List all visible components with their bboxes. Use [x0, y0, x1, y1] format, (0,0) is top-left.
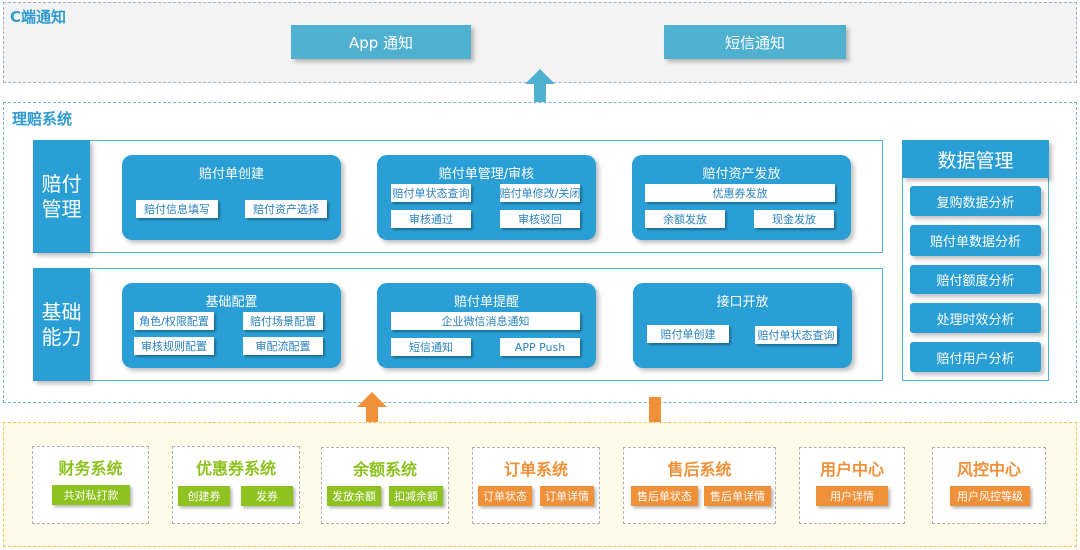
chip-claim-asset-select[interactable]: 赔付资产选择: [245, 200, 327, 218]
chip-claim-status-query[interactable]: 赔付单状态查询: [391, 184, 471, 202]
ext-user-center: 用户中心 用户详情: [799, 447, 905, 524]
card-title: 赔付资产发放: [702, 167, 781, 182]
card-claim-manage-review: 赔付单管理/审核 赔付单状态查询 赔付单修改/关闭 审核通过 审核驳回: [377, 155, 596, 240]
ext-system-title: 优惠券系统: [195, 459, 276, 478]
data-item-claim-amount-analysis[interactable]: 赔付额度分析: [910, 265, 1041, 294]
ext-coupon-system: 优惠券系统 创建券 发券: [172, 446, 300, 524]
chip-wecom-message[interactable]: 企业微信消息通知: [391, 312, 580, 330]
card-title: 基础配置: [205, 295, 258, 310]
chip-role-permission-config[interactable]: 角色/权限配置: [134, 312, 214, 330]
chip-api-claim-create[interactable]: 赔付单创建: [647, 325, 729, 343]
ext-system-title: 余额系统: [352, 460, 417, 479]
chip-cash-issue[interactable]: 现金发放: [754, 210, 834, 228]
row-label-line: 基础: [41, 299, 82, 324]
chip-app-push[interactable]: APP Push: [500, 338, 580, 356]
data-item-claim-data-analysis[interactable]: 赔付单数据分析: [910, 225, 1041, 256]
ext-system-title: 用户中心: [819, 460, 884, 479]
c-notification-title: C端通知: [10, 8, 67, 26]
ext-balance-system: 余额系统 发放余额 扣减余额: [321, 447, 449, 524]
chip-claim-scene-config[interactable]: 赔付场景配置: [243, 312, 323, 330]
chip-coupon-issue[interactable]: 优惠券发放: [645, 184, 835, 202]
data-item-repurchase-analysis[interactable]: 复购数据分析: [910, 186, 1041, 216]
ext-order-system: 订单系统 订单状态 订单详情: [472, 447, 600, 524]
chip-create-coupon[interactable]: 创建券: [178, 486, 230, 506]
card-title: 赔付单提醒: [453, 295, 519, 310]
card-basic-config: 基础配置 角色/权限配置 赔付场景配置 审核规则配置 审配流配置: [122, 283, 341, 368]
chip-review-approve[interactable]: 审核通过: [391, 210, 471, 228]
card-claim-reminder: 赔付单提醒 企业微信消息通知 短信通知 APP Push: [377, 283, 596, 368]
card-title: 接口开放: [716, 295, 769, 310]
chip-order-status[interactable]: 订单状态: [478, 486, 532, 506]
ext-risk-control-center: 风控中心 用户风控等级: [932, 447, 1046, 524]
chip-deduct-balance[interactable]: 扣减余额: [389, 486, 443, 506]
row-label-line: 管理: [41, 196, 82, 221]
claims-system-title: 理赔系统: [12, 110, 73, 128]
data-management-title: 数据管理: [902, 140, 1049, 178]
chip-review-rule-config[interactable]: 审核规则配置: [134, 337, 214, 355]
data-item-processing-time-analysis[interactable]: 处理时效分析: [910, 303, 1041, 333]
sms-notification-button[interactable]: 短信通知: [664, 25, 846, 59]
chip-review-reject[interactable]: 审核驳回: [500, 210, 580, 228]
data-management-panel: [902, 140, 1049, 381]
card-claim-asset-issue: 赔付资产发放 优惠券发放 余额发放 现金发放: [632, 155, 851, 240]
card-open-api: 接口开放 赔付单创建 赔付单状态查询: [633, 283, 852, 368]
row-label-basic-capability: 基础能力: [33, 268, 90, 381]
chip-after-sales-status[interactable]: 售后单状态: [631, 486, 698, 506]
card-title: 赔付单创建: [198, 167, 264, 182]
chip-send-coupon[interactable]: 发券: [241, 486, 293, 506]
card-title: 赔付单管理/审核: [438, 167, 535, 182]
chip-b2c-payment[interactable]: 共对私打款: [52, 485, 130, 505]
ext-system-title: 风控中心: [956, 460, 1021, 479]
chip-claim-modify-close[interactable]: 赔付单修改/关闭: [500, 184, 580, 202]
card-claim-create: 赔付单创建 赔付信息填写 赔付资产选择: [122, 155, 341, 240]
chip-api-claim-status-query[interactable]: 赔付单状态查询: [755, 326, 837, 344]
row-label-claims-management: 赔付管理: [33, 140, 90, 253]
ext-system-title: 售后系统: [667, 460, 732, 479]
chip-approval-flow-config[interactable]: 审配流配置: [243, 337, 323, 355]
ext-after-sales-system: 售后系统 售后单状态 售后单详情: [623, 447, 776, 524]
row-label-line: 赔付: [41, 171, 82, 196]
chip-sms-notice[interactable]: 短信通知: [391, 338, 471, 356]
chip-user-risk-level[interactable]: 用户风控等级: [950, 486, 1030, 506]
row-label-line: 能力: [41, 324, 82, 349]
chip-balance-issue[interactable]: 余额发放: [645, 210, 725, 228]
chip-order-detail[interactable]: 订单详情: [540, 486, 594, 506]
chip-issue-balance[interactable]: 发放余额: [327, 486, 381, 506]
ext-finance-system: 财务系统 共对私打款: [32, 446, 149, 524]
chip-user-detail[interactable]: 用户详情: [816, 486, 888, 506]
app-notification-button[interactable]: App 通知: [291, 25, 471, 59]
chip-claim-info-fill[interactable]: 赔付信息填写: [136, 200, 218, 218]
chip-after-sales-detail[interactable]: 售后单详情: [704, 486, 771, 506]
ext-system-title: 订单系统: [503, 460, 568, 479]
data-item-claim-user-analysis[interactable]: 赔付用户分析: [910, 342, 1041, 372]
ext-system-title: 财务系统: [58, 459, 123, 478]
arrow-up-icon: [357, 392, 387, 432]
arrow-up-icon: [525, 69, 555, 107]
